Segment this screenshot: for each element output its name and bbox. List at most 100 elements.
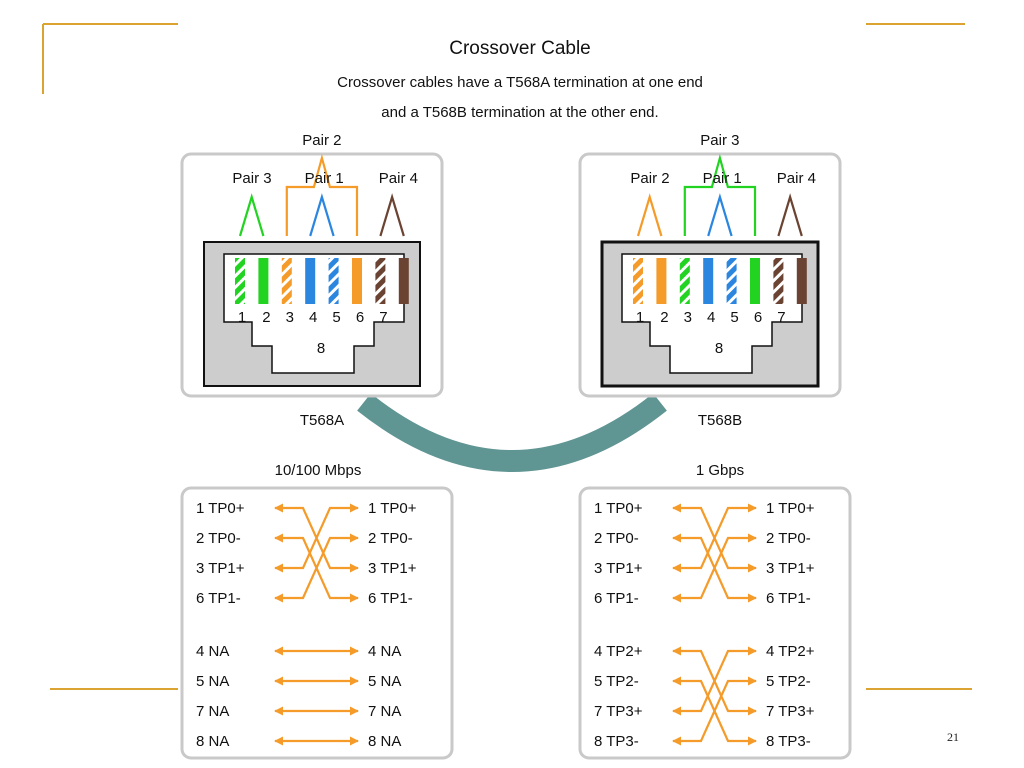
wire-pin-8 — [398, 258, 409, 304]
pair-label-left: Pair 3 — [232, 170, 271, 187]
pin-signal-right: 5 NA — [368, 673, 401, 690]
pair-bracket-top — [285, 153, 359, 236]
pair-label-middle: Pair 1 — [703, 170, 742, 187]
pin-signal-right: 7 NA — [368, 703, 401, 720]
pin-signal-left: 1 TP0+ — [196, 500, 245, 517]
speed-heading: 1 Gbps — [696, 462, 744, 479]
standard-label: T568B — [698, 412, 742, 429]
pin-number-label: 6 — [754, 309, 762, 326]
wire-pin-6 — [352, 258, 362, 304]
crossover-cable — [357, 393, 667, 472]
pin-signal-right: 1 TP0+ — [368, 500, 417, 517]
pin-signal-right: 6 TP1- — [766, 590, 811, 607]
pin-signal-left: 7 NA — [196, 703, 229, 720]
wire-pin-7 — [375, 258, 386, 304]
pair-label-top: Pair 3 — [700, 132, 739, 149]
pin-number-label: 7 — [777, 309, 785, 326]
pin-signal-left: 4 NA — [196, 643, 229, 660]
pair-bracket-top — [683, 153, 757, 236]
crossover-arrow — [672, 533, 757, 603]
pin-signal-right: 3 TP1+ — [766, 560, 815, 577]
wire-pin-1 — [633, 258, 643, 304]
pin-signal-right: 5 TP2- — [766, 673, 811, 690]
pin-number-label: 5 — [332, 309, 340, 326]
pin-signal-left: 6 TP1- — [196, 590, 241, 607]
wire-pin-5 — [328, 258, 339, 304]
slide-title: Crossover Cable — [449, 38, 591, 59]
wire-pin-8 — [796, 258, 807, 304]
wire-pin-3 — [679, 258, 690, 304]
pinout-panel — [578, 486, 852, 760]
wire-pin-4 — [703, 258, 714, 304]
pin-signal-right: 7 TP3+ — [766, 703, 815, 720]
pin-signal-right: 3 TP1+ — [368, 560, 417, 577]
pin-number-label: 3 — [684, 309, 692, 326]
pin-number-label: 1 — [238, 309, 246, 326]
pin-signal-left: 6 TP1- — [594, 590, 639, 607]
pin-signal-left: 7 TP3+ — [594, 703, 643, 720]
pair-label-middle: Pair 1 — [305, 170, 344, 187]
pinout-panel-1gbps: 1 Gbps 1 TP0+ 1 TP0+ 2 TP0- 2 TP0- 3 TP1+ 3 TP… — [578, 462, 852, 760]
pair-label-top: Pair 2 — [302, 132, 341, 149]
pin-signal-right: 4 NA — [368, 643, 401, 660]
pin-number-label: 8 — [715, 340, 723, 357]
pin-signal-left: 2 TP0- — [594, 530, 639, 547]
standard-label: T568A — [300, 412, 344, 429]
pin-signal-right: 8 TP3- — [766, 733, 811, 750]
crossover-arrow — [274, 533, 359, 603]
speed-heading: 10/100 Mbps — [275, 462, 362, 479]
pin-signal-right: 2 TP0- — [368, 530, 413, 547]
pin-signal-left: 3 TP1+ — [594, 560, 643, 577]
pin-signal-right: 4 TP2+ — [766, 643, 815, 660]
pin-signal-left: 3 TP1+ — [196, 560, 245, 577]
pair-chevron-middle — [707, 193, 733, 237]
wire-pin-6 — [750, 258, 760, 304]
wire-pin-3 — [281, 258, 292, 304]
pin-signal-left: 1 TP0+ — [594, 500, 643, 517]
pin-number-label: 6 — [356, 309, 364, 326]
pair-label-right: Pair 4 — [777, 170, 816, 187]
pin-number-label: 2 — [262, 309, 270, 326]
pair-chevron-middle — [309, 193, 335, 237]
crossover-arrow — [672, 676, 757, 746]
pin-number-label: 8 — [317, 340, 325, 357]
pin-number-label: 3 — [286, 309, 294, 326]
wire-pin-2 — [656, 258, 667, 304]
slide-frame — [42, 23, 972, 690]
pin-signal-left: 2 TP0- — [196, 530, 241, 547]
pair-chevron-right — [379, 193, 405, 237]
pair-chevron-left — [238, 193, 265, 237]
pin-signal-left: 4 TP2+ — [594, 643, 643, 660]
pin-signal-left: 8 TP3- — [594, 733, 639, 750]
wire-pin-5 — [726, 258, 737, 304]
pair-chevron-right — [777, 193, 803, 237]
pin-signal-right: 1 TP0+ — [766, 500, 815, 517]
pin-number-label: 2 — [660, 309, 668, 326]
pin-signal-right: 2 TP0- — [766, 530, 811, 547]
subtitle-line-1: Crossover cables have a T568A terminatio… — [337, 74, 703, 91]
pin-number-label: 4 — [707, 309, 715, 326]
pair-label-left: Pair 2 — [630, 170, 669, 187]
pair-label-right: Pair 4 — [379, 170, 418, 187]
pinout-panel-10-100: 10/100 Mbps 1 TP0+ 1 TP0+ 2 TP0- 2 TP0- 3 TP1… — [180, 462, 454, 760]
pin-signal-left: 8 NA — [196, 733, 229, 750]
pin-signal-right: 8 NA — [368, 733, 401, 750]
wire-pin-4 — [305, 258, 316, 304]
wire-pin-7 — [773, 258, 784, 304]
page-number: 21 — [947, 730, 959, 744]
pin-number-label: 5 — [730, 309, 738, 326]
pin-number-label: 4 — [309, 309, 317, 326]
subtitle-line-2: and a T568B termination at the other end… — [381, 104, 658, 121]
pin-signal-left: 5 NA — [196, 673, 229, 690]
wire-pin-2 — [258, 258, 269, 304]
pin-signal-left: 5 TP2- — [594, 673, 639, 690]
pinout-panel — [180, 486, 454, 760]
pin-number-label: 1 — [636, 309, 644, 326]
pin-number-label: 7 — [379, 309, 387, 326]
pin-signal-right: 6 TP1- — [368, 590, 413, 607]
wire-pin-1 — [235, 258, 245, 304]
pair-chevron-left — [636, 193, 663, 237]
